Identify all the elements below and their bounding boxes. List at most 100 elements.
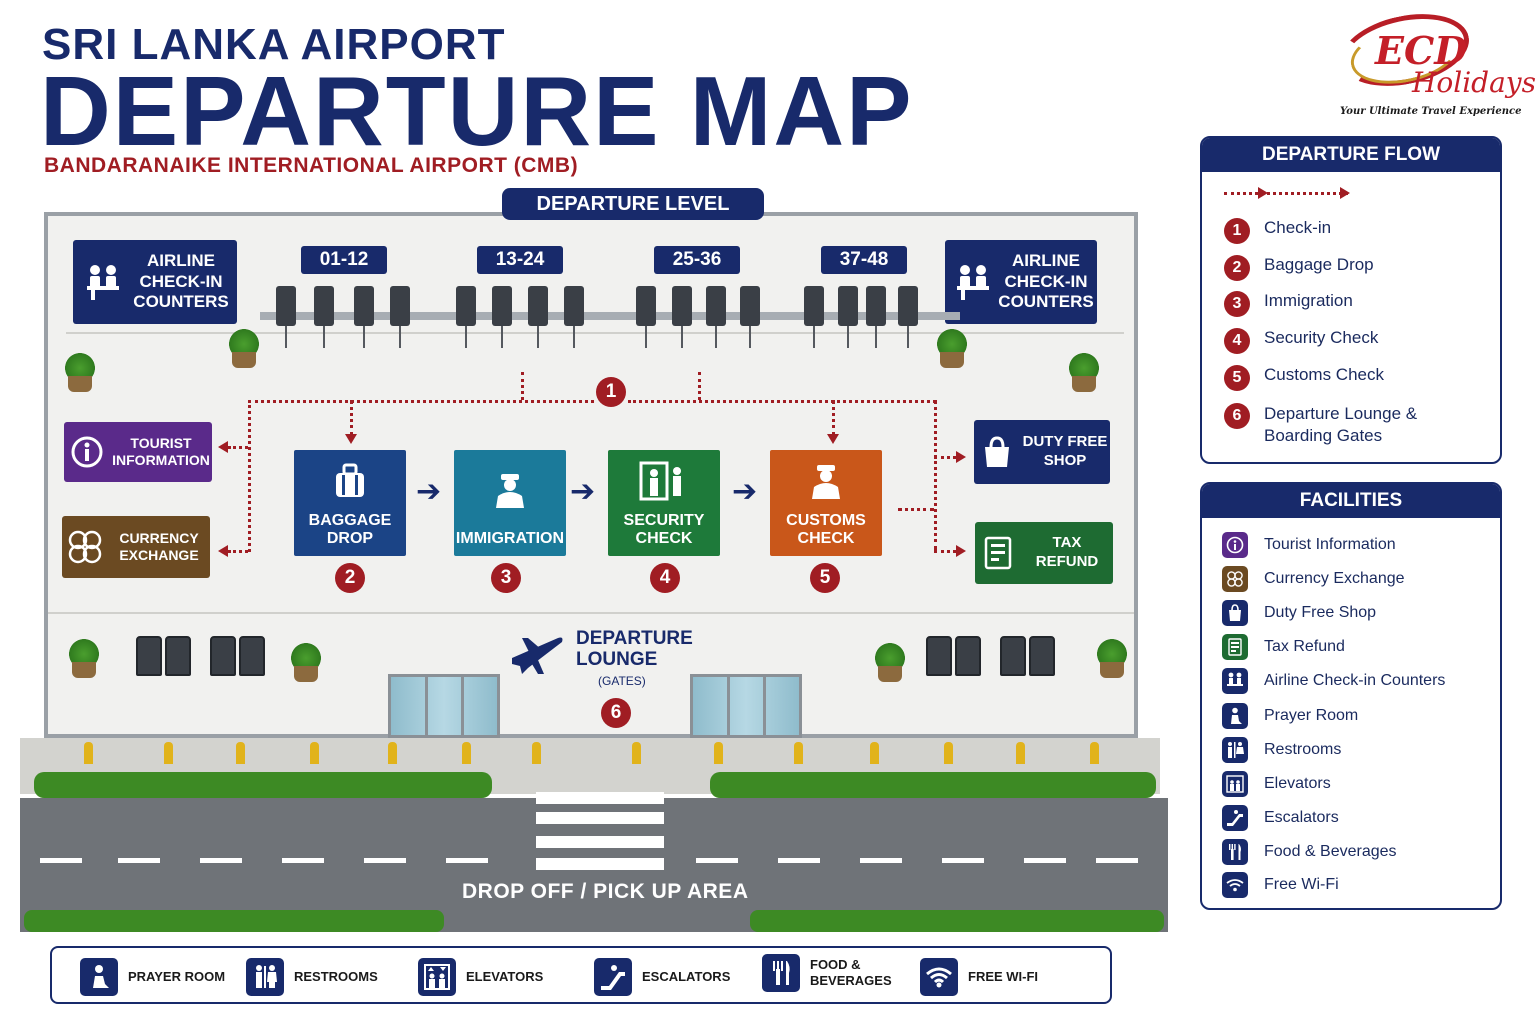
restroom-icon (1222, 737, 1248, 763)
plant (60, 350, 100, 394)
tax-refund-icon (975, 536, 1021, 570)
lounge-seating (926, 636, 981, 680)
step-number-2: 2 (335, 563, 365, 593)
entrance-door (388, 674, 500, 738)
counter-group-label: 37-48 (821, 246, 907, 274)
plant (932, 326, 972, 370)
checkin-icon (81, 260, 125, 304)
legend-label: ESCALATORS (642, 968, 731, 984)
customs-officer-icon (806, 450, 846, 512)
checkin-icon (1222, 668, 1248, 694)
step-label: SECURITY CHECK (623, 512, 705, 547)
hedge (710, 772, 1156, 798)
page-title: DEPARTURE MAP (40, 56, 914, 166)
logo-brand: ECD (1375, 28, 1468, 73)
officer-icon (490, 450, 530, 530)
legend-label: PRAYER ROOM (128, 968, 226, 984)
departure-lounge-label: DEPARTURE LOUNGE (576, 628, 693, 671)
wifi-icon (920, 958, 958, 996)
escalator-icon (1222, 805, 1248, 831)
currency-exchange-sign: CURRENCY EXCHANGE (62, 516, 210, 578)
lounge-seating (136, 636, 191, 680)
counter-group-label: 13-24 (477, 246, 563, 274)
facilities-title: FACILITIES (1202, 484, 1500, 518)
flow-arrow: ➔ (732, 475, 758, 508)
legend-elevators: ELEVATORS (418, 958, 543, 996)
drop-off-label: DROP OFF / PICK UP AREA (462, 880, 749, 903)
ecd-holidays-logo: ECD Holidays Your Ultimate Travel Experi… (1330, 3, 1536, 126)
counter-group-label: 01-12 (301, 246, 387, 274)
wifi-icon (1222, 872, 1248, 898)
step-baggage-drop: BAGGAGE DROP (294, 450, 406, 556)
terminal-map: DEPARTURE LEVEL AIRLINE CHECK-IN COUNTER… (20, 188, 1170, 936)
duty-free-shop-sign: DUTY FREE SHOP (974, 420, 1110, 484)
facility-item: Airline Check-in Counters (1222, 668, 1445, 694)
facility-item: Currency Exchange (1222, 566, 1405, 592)
currency-icon (62, 529, 108, 565)
entrance-door (690, 674, 802, 738)
prayer-icon (80, 958, 118, 996)
facilities-panel: FACILITIES Tourist Information Currency … (1200, 482, 1502, 910)
facility-item: Escalators (1222, 805, 1339, 831)
logo-name: Holidays (1412, 66, 1536, 99)
tax-refund-sign: TAX REFUND (975, 522, 1113, 584)
duty-free-shop-label: DUTY FREE SHOP (1022, 433, 1108, 469)
step-label: CUSTOMS CHECK (786, 512, 866, 547)
currency-icon (1222, 566, 1248, 592)
legend-free-wifi: FREE WI-FI (920, 958, 1038, 996)
hedge (24, 910, 444, 932)
facility-item: Restrooms (1222, 737, 1341, 763)
checkin-icon (951, 260, 995, 304)
step-label: BAGGAGE DROP (308, 512, 392, 547)
legend-label: FOOD & BEVERAGES (810, 956, 892, 988)
lounge-seating (1000, 636, 1055, 680)
tourist-information-label: TOURIST INFORMATION (112, 434, 210, 469)
airport-subtitle: BANDARANAIKE INTERNATIONAL AIRPORT (CMB) (44, 154, 579, 177)
counter-group-label: 25-36 (654, 246, 740, 274)
checkin-sign-left: AIRLINE CHECK-IN COUNTERS (73, 240, 237, 324)
level-banner: DEPARTURE LEVEL (502, 188, 764, 220)
shopping-bag-icon (1222, 600, 1248, 626)
elevator-icon (1222, 771, 1248, 797)
info-icon (1222, 532, 1248, 558)
checkin-counters (260, 286, 960, 348)
step-number-6: 6 (601, 698, 631, 728)
facility-item: Elevators (1222, 771, 1331, 797)
step-label: IMMIGRATION (455, 530, 565, 547)
food-icon (1222, 839, 1248, 865)
currency-exchange-label: CURRENCY EXCHANGE (119, 529, 199, 564)
legend-food-beverages: FOOD & BEVERAGES (762, 954, 892, 992)
title-line-1: SRI LANKA AIRPORT (42, 20, 506, 69)
step-customs-check: CUSTOMS CHECK (770, 450, 882, 556)
step-number-3: 3 (491, 563, 521, 593)
step-immigration: IMMIGRATION (454, 450, 566, 556)
lounge-seating (210, 636, 265, 680)
departure-flow-title: DEPARTURE FLOW (1202, 138, 1500, 172)
legend-restrooms: RESTROOMS (246, 958, 378, 996)
legend-label: FREE WI-FI (968, 968, 1039, 984)
facility-item: Food & Beverages (1222, 839, 1397, 865)
departure-lounge-sub: (GATES) (598, 674, 646, 688)
escalator-icon (594, 958, 632, 996)
prayer-icon (1222, 703, 1248, 729)
plant (64, 636, 104, 680)
legend-label: RESTROOMS (294, 968, 378, 984)
plant (286, 640, 326, 684)
restroom-icon (246, 958, 284, 996)
scanner-icon (639, 450, 689, 512)
shopping-bag-icon (974, 435, 1020, 469)
plant (1064, 350, 1104, 394)
facility-item: Tax Refund (1222, 634, 1345, 660)
checkin-sign-left-label: AIRLINE CHECK-IN COUNTERS (133, 251, 229, 312)
hedge (750, 910, 1164, 932)
facility-item: Tourist Information (1222, 532, 1396, 558)
plant (224, 326, 264, 370)
logo-tagline: Your Ultimate Travel Experience (1340, 106, 1522, 117)
flow-arrow: ➔ (416, 475, 442, 508)
elevator-icon (418, 958, 456, 996)
